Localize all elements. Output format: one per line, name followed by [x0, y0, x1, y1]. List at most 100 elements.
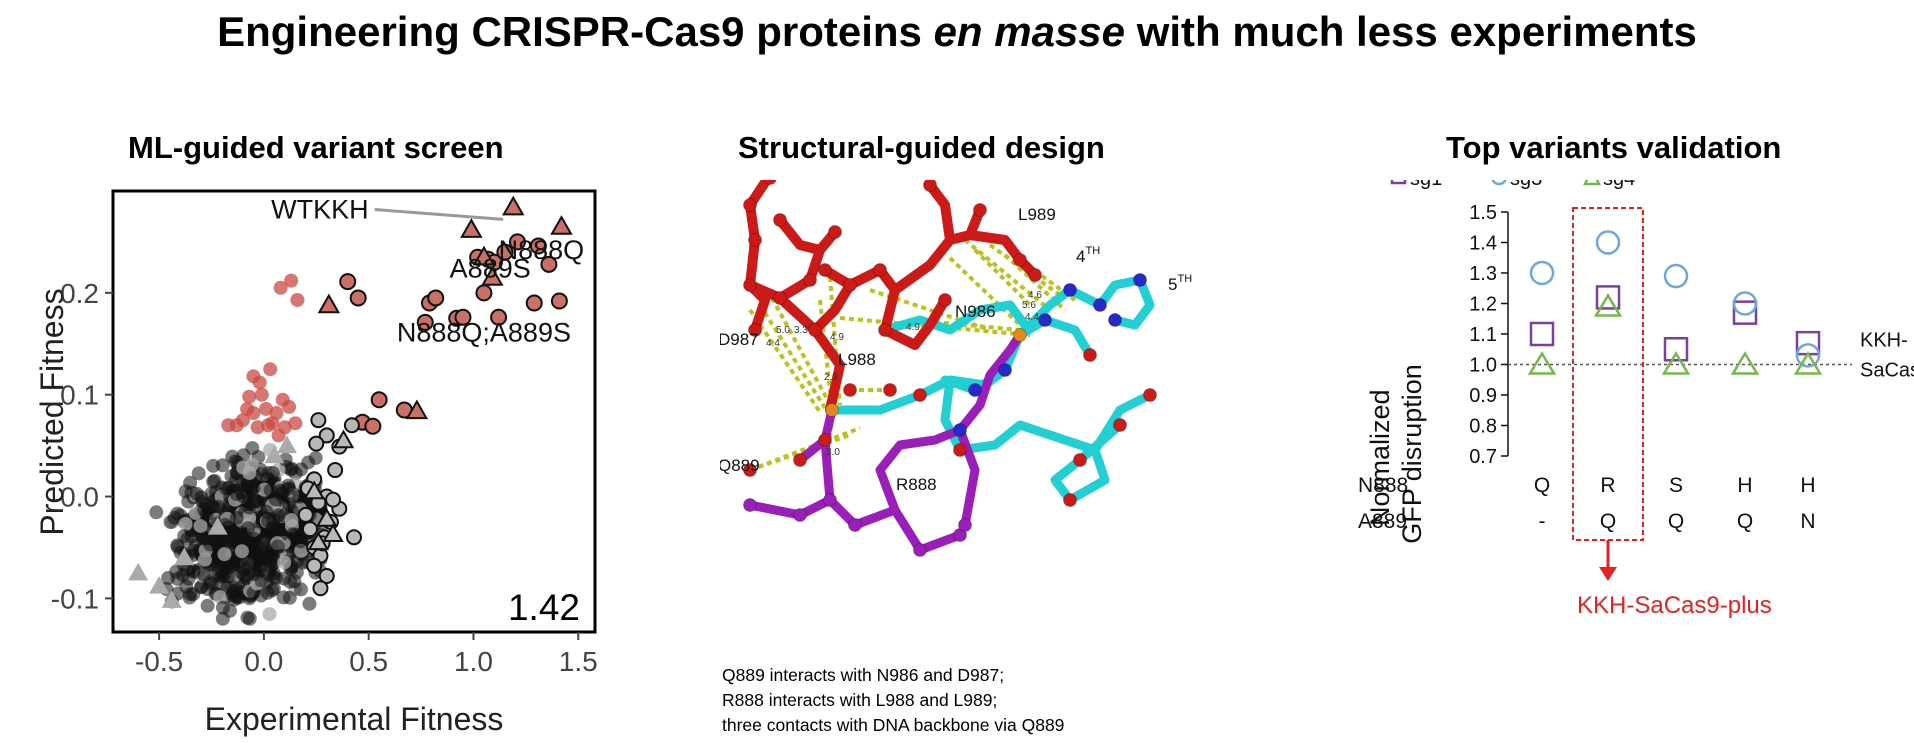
svg-text:5.0: 5.0: [776, 325, 790, 336]
cloud-point: [268, 492, 283, 507]
atom: [1038, 313, 1052, 327]
atom: [1063, 493, 1077, 507]
data-point: [252, 375, 267, 390]
data-point: [282, 399, 297, 414]
panel1-title: ML-guided variant screen: [128, 130, 504, 165]
legend-marker-square: [1390, 180, 1407, 185]
cloud-point: [289, 565, 304, 580]
data-markers: [1527, 230, 1823, 375]
x-tick-label: 0.0: [244, 646, 283, 677]
atom: [843, 278, 857, 292]
atom: [1083, 348, 1097, 362]
highlight-box: KKH-SaCas9-plus: [1572, 207, 1772, 619]
cloud-point: [284, 513, 299, 528]
cloud-point: [224, 469, 239, 484]
data-point: [297, 506, 314, 523]
data-point: [346, 529, 362, 546]
data-point-triangle: [472, 245, 496, 266]
row-label: A889: [1358, 510, 1407, 533]
atom: [763, 180, 777, 185]
plot-frame: [111, 189, 597, 634]
atom: [808, 323, 822, 337]
cloud-point: [226, 584, 241, 599]
data-point-triangle: [303, 480, 325, 500]
residue-labels: L989 N986 D987 L988 Q889 R888 4TH 5TH: [720, 205, 1192, 494]
x-tick-label: 0.5: [349, 646, 388, 677]
data-point-triangle: [481, 266, 504, 286]
data-point: [242, 389, 257, 404]
svg-text:3.3: 3.3: [794, 325, 808, 336]
svg-text:5.6: 5.6: [1022, 300, 1036, 311]
atoms: [743, 180, 1157, 557]
row-label: N888: [1358, 474, 1408, 497]
cloud-point: [234, 485, 249, 500]
purple-chains: [745, 330, 1025, 555]
cloud-point: [277, 555, 292, 570]
x-tick-label: 1.0: [454, 646, 493, 677]
atom: [953, 423, 967, 437]
atom: [1108, 313, 1122, 327]
panel3-title: Top variants validation: [1446, 130, 1782, 165]
sg4-marker: [1593, 293, 1623, 317]
atom: [1073, 453, 1087, 467]
svg-text:3.0: 3.0: [826, 447, 840, 458]
caption-line: R888 interacts with L988 and L989;: [722, 690, 998, 710]
data-point: [475, 284, 493, 302]
label-d987: D987: [720, 330, 759, 349]
legend-marker-triangle: [1583, 180, 1601, 186]
atom: [878, 323, 892, 337]
data-point: [261, 418, 276, 433]
cloud-point: [197, 567, 212, 582]
data-point-triangle: [550, 215, 573, 235]
data-point: [288, 416, 303, 431]
cloud-point: [257, 563, 272, 578]
label-q889: Q889: [720, 456, 760, 475]
data-point-triangle: [502, 195, 525, 216]
structure-caption: Q889 interacts with N986 and D987; R888 …: [722, 663, 1064, 738]
atom: [773, 291, 787, 305]
legend-marker-circle: [1491, 180, 1507, 186]
cloud-point: [207, 473, 222, 488]
cloud-point: [262, 607, 277, 622]
svg-text:4.4: 4.4: [766, 338, 780, 349]
data-point-triangle: [264, 445, 285, 464]
annotation-label: A889S: [450, 254, 531, 284]
data-point: [508, 233, 526, 251]
atom: [818, 263, 832, 277]
svg-text:4.9: 4.9: [830, 332, 844, 343]
cloud-point: [308, 450, 323, 465]
data-point: [250, 420, 265, 435]
data-point: [349, 289, 367, 307]
caption-line: Q889 interacts with N986 and D987;: [722, 665, 1005, 685]
cloud-point: [199, 507, 214, 522]
data-point: [263, 362, 278, 377]
data-point-triangle: [460, 218, 483, 238]
row-value: Q: [1737, 510, 1753, 533]
atom: [1013, 328, 1027, 342]
label-r888: R888: [896, 475, 937, 494]
y-tick-label: 1.2: [1469, 294, 1497, 316]
y-tick-label: 0.7: [1469, 446, 1497, 468]
atom: [748, 233, 762, 247]
x-axis-label: Experimental Fitness: [205, 701, 504, 737]
cloud-point: [178, 484, 193, 499]
y-tick-label: 0.9: [1469, 385, 1497, 407]
atom: [998, 363, 1012, 377]
legend-label: sg4: [1603, 180, 1635, 190]
atom: [823, 493, 837, 507]
highlight-label: KKH-SaCas9-plus: [1577, 592, 1772, 619]
highlight-arrow-head: [1599, 567, 1617, 581]
y-tick-label: 1.3: [1469, 263, 1497, 285]
data-point: [258, 401, 273, 416]
data-point: [271, 428, 286, 443]
sg3-marker: [1732, 291, 1758, 316]
y-axis-label: Normalized GFP disruption: [1365, 364, 1427, 544]
data-point: [301, 521, 318, 538]
cloud-point: [215, 600, 230, 615]
row-value: H: [1800, 474, 1815, 497]
background-cloud: [149, 441, 328, 626]
data-point-triangle: [276, 435, 297, 454]
